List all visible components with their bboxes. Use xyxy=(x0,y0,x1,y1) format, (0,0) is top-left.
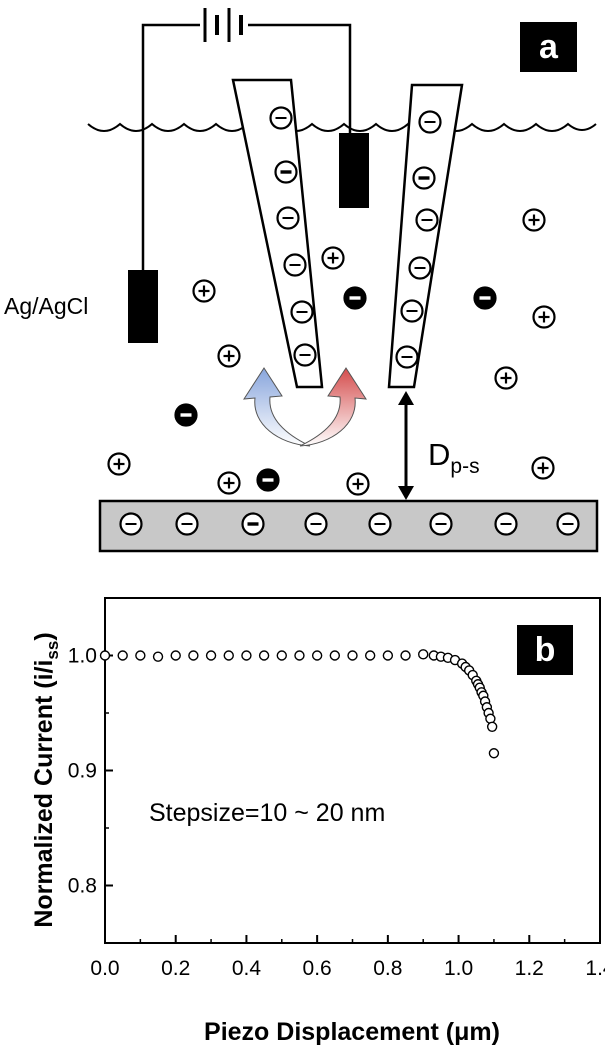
anion-ion xyxy=(175,512,199,536)
ion-flow-arrow-left xyxy=(243,367,311,447)
x-tick-label: 0.2 xyxy=(161,957,190,980)
anion-ion xyxy=(174,403,198,427)
panel-b-label-box xyxy=(517,625,573,675)
substrate-anions xyxy=(119,512,580,536)
x-tick-label: 0.0 xyxy=(90,957,119,980)
pipette-wall-anions xyxy=(269,106,442,369)
cation-ion xyxy=(532,305,556,329)
anion-ion xyxy=(368,512,392,536)
data-point xyxy=(364,650,376,661)
anion-ion xyxy=(494,512,518,536)
y-tick-label: 1.0 xyxy=(68,645,97,668)
anion-ion xyxy=(241,512,265,536)
data-point xyxy=(329,650,341,661)
pipette-wall-anions-bold xyxy=(274,160,436,190)
anion-ion xyxy=(269,106,293,130)
current-distance-chart: 0.0 0.2 0.4 0.6 0.8 1.0 1.2 1.4 0.8 0.9 1.0 b Ste… xyxy=(30,597,605,1046)
y-tick-label: 0.8 xyxy=(68,875,97,898)
anion-ion xyxy=(400,299,424,323)
data-point xyxy=(117,650,128,661)
reference-electrode xyxy=(128,270,158,343)
anion-ion xyxy=(408,256,432,280)
data-point xyxy=(347,650,358,661)
anion-ion xyxy=(343,286,367,310)
data-point xyxy=(241,650,252,661)
cation-ion xyxy=(522,208,546,232)
x-tick-label: 1.2 xyxy=(515,957,544,980)
data-point xyxy=(488,748,500,759)
x-axis-ticks: 0.0 0.2 0.4 0.6 0.8 1.0 1.2 1.4 xyxy=(90,935,605,980)
data-point xyxy=(418,649,429,660)
schematic-panel-a: a Ag/AgCl Dp-s xyxy=(4,8,599,553)
cation-ion xyxy=(321,246,345,270)
data-point xyxy=(152,651,164,662)
battery-icon xyxy=(203,8,243,42)
data-point xyxy=(99,650,111,661)
anion-ion xyxy=(119,512,143,536)
reference-electrode-label: Ag/AgCl xyxy=(4,293,88,319)
anion-ion xyxy=(274,160,298,184)
solution-cations xyxy=(107,208,556,496)
cation-ion xyxy=(494,366,518,390)
ion-flow-arrow-right xyxy=(299,367,367,447)
data-points xyxy=(99,649,500,759)
panel-a-label: a xyxy=(539,28,559,66)
x-tick-label: 0.4 xyxy=(232,957,262,980)
cation-ion xyxy=(217,344,241,368)
panel-a-label-box xyxy=(520,22,577,72)
data-point xyxy=(400,650,411,661)
x-axis-label: Piezo Displacement (μm) xyxy=(204,1018,500,1046)
panel-b-label: b xyxy=(535,631,556,669)
data-point xyxy=(258,650,270,661)
cation-ion xyxy=(531,456,555,480)
stepsize-annotation: Stepsize=10 ~ 20 nm xyxy=(149,799,385,827)
working-electrode xyxy=(339,133,369,208)
charged-substrate xyxy=(98,499,599,553)
anion-ion xyxy=(418,110,442,134)
data-point xyxy=(223,650,234,661)
solution-anions xyxy=(174,286,497,492)
anion-ion xyxy=(415,208,439,232)
data-point xyxy=(276,650,287,661)
anion-ion xyxy=(293,343,317,367)
distance-arrow xyxy=(398,391,414,500)
data-point xyxy=(294,650,305,661)
data-point xyxy=(170,650,181,661)
cation-ion xyxy=(192,279,216,303)
x-tick-label: 1.4 xyxy=(585,957,605,980)
x-tick-label: 1.0 xyxy=(444,957,473,980)
y-axis-ticks: 0.8 0.9 1.0 xyxy=(68,645,113,898)
data-point xyxy=(311,650,323,661)
anion-ion xyxy=(556,512,580,536)
data-point xyxy=(486,721,498,733)
anion-ion xyxy=(283,253,307,277)
cation-ion xyxy=(107,452,131,476)
data-point xyxy=(188,650,199,661)
anion-ion xyxy=(412,166,436,190)
y-tick-label: 0.9 xyxy=(68,760,97,783)
data-point xyxy=(135,650,146,661)
data-point xyxy=(382,650,394,661)
circuit-wires xyxy=(141,23,352,272)
solution-surface xyxy=(87,122,597,132)
anion-ion xyxy=(429,512,453,536)
data-point xyxy=(205,650,217,661)
anion-ion xyxy=(276,206,300,230)
cation-ion xyxy=(346,472,370,496)
anion-ion xyxy=(256,468,280,492)
x-tick-label: 0.6 xyxy=(303,957,332,980)
distance-label: Dp-s xyxy=(428,437,480,478)
cation-ion xyxy=(217,471,241,495)
anion-ion xyxy=(290,300,314,324)
anion-ion xyxy=(395,345,419,369)
x-tick-label: 0.8 xyxy=(373,957,402,980)
anion-ion xyxy=(473,286,497,310)
y-axis-label: Normalized Current (i/iss) xyxy=(30,632,62,927)
anion-ion xyxy=(304,512,328,536)
